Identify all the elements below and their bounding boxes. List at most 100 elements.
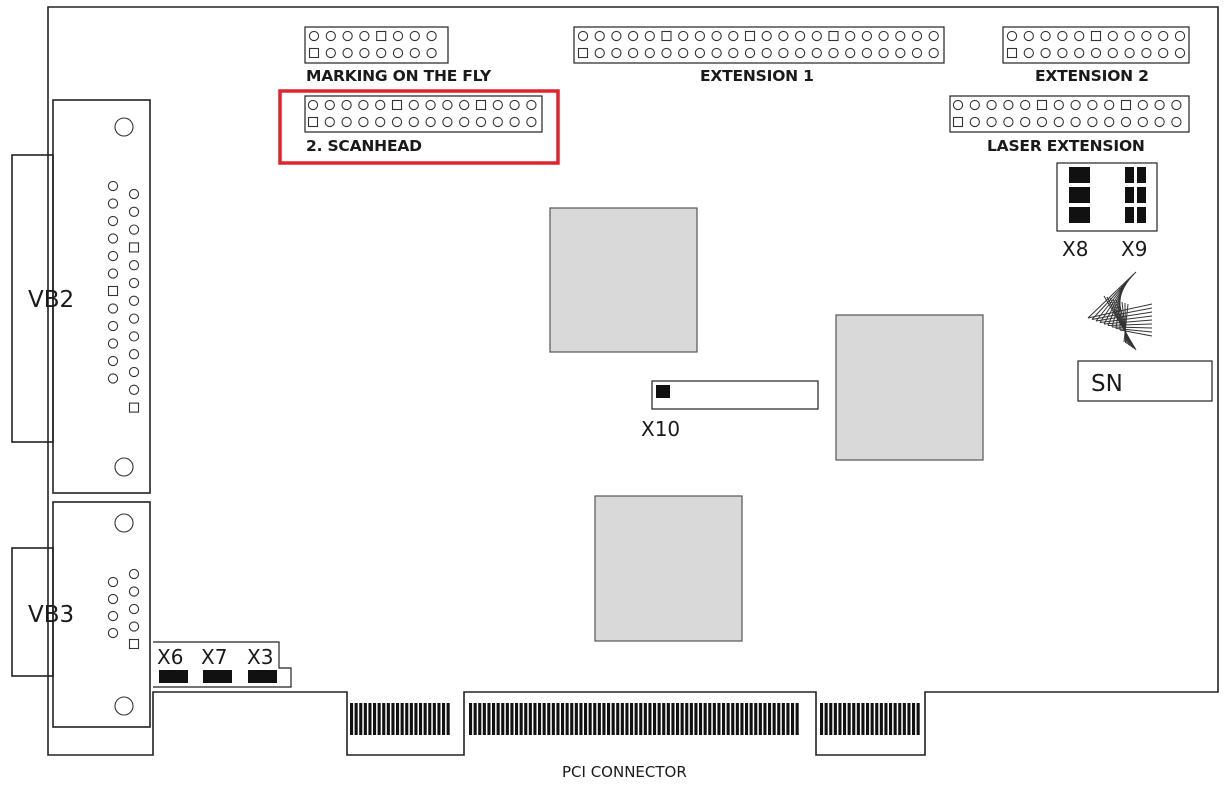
logo-line (1107, 323, 1153, 326)
vb2-pin (107, 355, 119, 367)
pci-finger (786, 703, 790, 735)
laser-pin (1020, 116, 1031, 128)
vb3-pin-array (107, 568, 140, 650)
pci-finger (542, 703, 546, 735)
ext1-pin (811, 47, 822, 59)
mof-pin-square (308, 47, 320, 59)
chip-lower (594, 495, 743, 642)
marking-on-the-fly-pins (308, 30, 437, 59)
mof-pin (392, 47, 404, 59)
pci-finger (561, 703, 565, 735)
ext1-pin (845, 47, 856, 59)
pci-finger (703, 703, 707, 735)
x8-label: X8 (1062, 237, 1088, 261)
mof-pin (376, 47, 387, 59)
ext2-pin (1158, 47, 1169, 59)
extension-1-pins (577, 30, 939, 59)
ext2-pin (1057, 47, 1068, 59)
laser-pin-square (1036, 99, 1048, 111)
vb3-pin (128, 568, 140, 580)
x8-jumper-3 (1069, 207, 1090, 223)
ext1-pin (577, 30, 589, 42)
ext1-pin (895, 47, 906, 59)
ext1-pin (744, 47, 756, 59)
pci-finger (524, 703, 528, 735)
ext1-pin-square (661, 30, 672, 42)
pci-finger (611, 703, 615, 735)
board-outline (47, 6, 1219, 756)
laser-pin-square (952, 116, 964, 128)
x10-switch-slider (656, 385, 670, 398)
pci-finger (625, 703, 629, 735)
ext1-pin (845, 30, 856, 42)
pci-finger (432, 703, 436, 735)
x9-jumper-1b (1137, 167, 1146, 183)
x7-label: X7 (201, 645, 227, 669)
pci-finger (574, 703, 578, 735)
vb2-pin (128, 206, 140, 217)
vb2-pin (128, 277, 140, 289)
pci-finger (829, 703, 833, 735)
pci-finger (496, 703, 500, 735)
laser-pin (969, 116, 980, 128)
sh2-pin (324, 99, 335, 111)
chip-right (835, 314, 984, 461)
ext1-pin (711, 47, 722, 59)
pci-finger (893, 703, 897, 735)
scanhead-2-highlight-box (278, 89, 560, 165)
x8-jumper-2 (1069, 187, 1090, 203)
ext1-pin-square (744, 30, 756, 42)
pci-finger (469, 703, 473, 735)
pci-finger (749, 703, 753, 735)
ext1-pin (594, 47, 605, 59)
ext2-pin (1090, 47, 1102, 59)
pci-finger (820, 703, 824, 735)
vb2-pin-square (128, 402, 140, 413)
logo-line (1087, 271, 1137, 319)
ext1-pin (794, 30, 806, 42)
ext2-pin (1023, 30, 1034, 42)
logo-line (1103, 319, 1153, 325)
pci-finger (838, 703, 842, 735)
sh2-pin (408, 116, 419, 128)
mof-pin (409, 47, 420, 59)
pci-connector-label: PCI CONNECTOR (562, 763, 687, 781)
vb3-pin (128, 586, 140, 597)
sh2-pin-square (391, 99, 403, 111)
sh2-pin (391, 116, 403, 128)
extension-1-label: EXTENSION 1 (700, 67, 814, 85)
laser-pin (1053, 116, 1064, 128)
pci-finger (763, 703, 767, 735)
pci-finger (731, 703, 735, 735)
sh2-pin (324, 116, 335, 128)
pci-finger (538, 703, 542, 735)
sh2-pin (358, 99, 369, 111)
ext1-pin (611, 47, 622, 59)
ext1-pin (911, 47, 923, 59)
ext1-pin (644, 30, 655, 42)
ext2-pin (1107, 47, 1118, 59)
laser-pin (1104, 99, 1115, 111)
vb2-mount-hole-bottom (114, 457, 134, 477)
pci-finger (745, 703, 749, 735)
x10-switch (651, 380, 819, 410)
pci-finger (400, 703, 404, 735)
vb2-pin (128, 260, 140, 271)
vb2-pin (107, 198, 119, 209)
pci-finger (861, 703, 865, 735)
laser-pin (1120, 116, 1132, 128)
pci-finger (442, 703, 446, 735)
pci-finger (373, 703, 377, 735)
pci-finger (620, 703, 624, 735)
vb2-pin-square (107, 285, 119, 297)
extension-2-label: EXTENSION 2 (1035, 67, 1149, 85)
pci-finger (593, 703, 597, 735)
laser-pin (1087, 99, 1098, 111)
pci-finger (565, 703, 569, 735)
scanhead-2-label: 2. SCANHEAD (306, 137, 422, 155)
laser-extension-header (949, 95, 1190, 133)
pci-finger (907, 703, 911, 735)
pci-finger (898, 703, 902, 735)
vb2-label: VB2 (28, 287, 74, 313)
ext1-pin (611, 30, 622, 42)
